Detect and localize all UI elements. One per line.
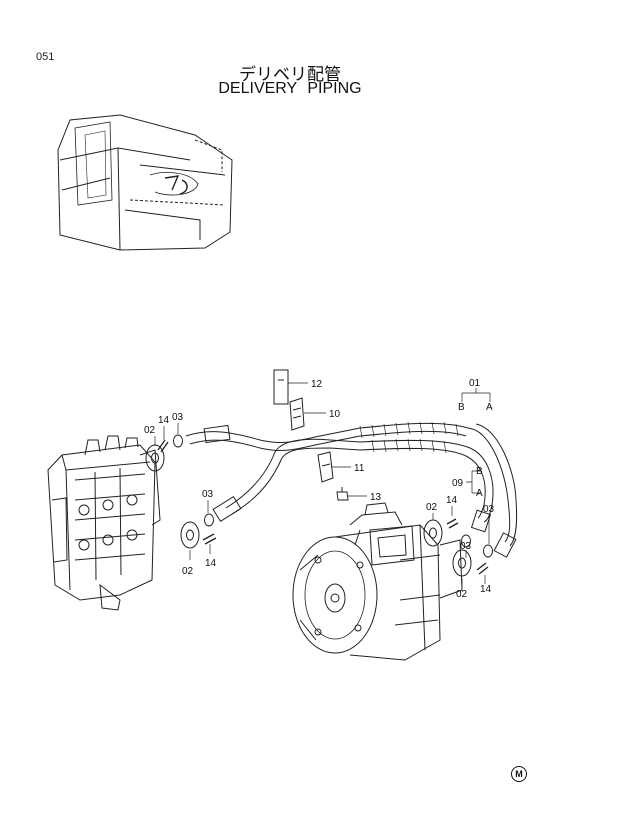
o-ring-03-pump-lower (483, 544, 493, 558)
delivery-hose-a (185, 421, 518, 558)
part-label-12: 12 (311, 379, 323, 390)
part-label-10: 10 (329, 409, 341, 420)
page-title-japanese: デリベリ配管 (239, 65, 341, 85)
o-ring-03-upper-left (173, 434, 183, 448)
part-label-03-upper-left: 03 (172, 412, 184, 423)
part-label-03-lower-left: 03 (202, 489, 214, 500)
bolt-14-upper-left (157, 439, 169, 453)
part-label-14-pump-upper: 14 (446, 495, 458, 506)
corner-mark: M (511, 766, 527, 782)
part-label-b-lower: B (476, 466, 483, 477)
part-label-11: 11 (354, 463, 365, 474)
clamp-bracket-12 (273, 369, 289, 405)
part-label-02-upper-left: 02 (144, 425, 156, 436)
part-label-03-pump-right: 03 (483, 504, 495, 515)
bolt-14-pump-upper (446, 518, 459, 529)
page-number: 051 (36, 51, 55, 63)
machine-locator-illustration (57, 114, 233, 251)
bracket-11 (317, 451, 334, 483)
part-label-02-pump-upper: 02 (426, 502, 438, 513)
o-ring-03-pump-upper (461, 534, 471, 548)
part-label-03-pump-mid: 03 (460, 541, 472, 552)
part-label-a-lower: A (476, 488, 483, 499)
part-label-09: 09 (452, 478, 464, 489)
part-label-02-pump-lower: 02 (456, 589, 468, 600)
part-label-01: 01 (469, 378, 481, 389)
clamp-10 (289, 397, 305, 431)
control-valve-illustration (47, 435, 161, 611)
leader-lines (154, 382, 491, 586)
hydraulic-pump-illustration (292, 502, 463, 661)
flange-02-lower-left (180, 521, 200, 549)
bolt-13 (336, 487, 349, 501)
part-label-13: 13 (370, 492, 382, 503)
o-ring-03-lower-left (204, 513, 214, 527)
part-label-b-upper: B (458, 402, 465, 413)
part-labels: 12 10 11 13 01 B A 09 B A 02 14 03 03 02… (144, 378, 495, 600)
part-label-14-pump-lower: 14 (480, 584, 492, 595)
delivery-hose-b (212, 438, 494, 533)
bolt-14-pump-lower (476, 562, 489, 575)
bolt-14-lower-left (202, 533, 217, 545)
flange-02-pump-lower (452, 549, 472, 577)
page-title: DELIVERY PIPING (218, 80, 362, 97)
part-label-02-lower-left: 02 (182, 566, 194, 577)
part-label-a-upper: A (486, 402, 493, 413)
part-label-14-upper-left: 14 (158, 415, 170, 426)
part-label-14-lower-left: 14 (205, 558, 217, 569)
